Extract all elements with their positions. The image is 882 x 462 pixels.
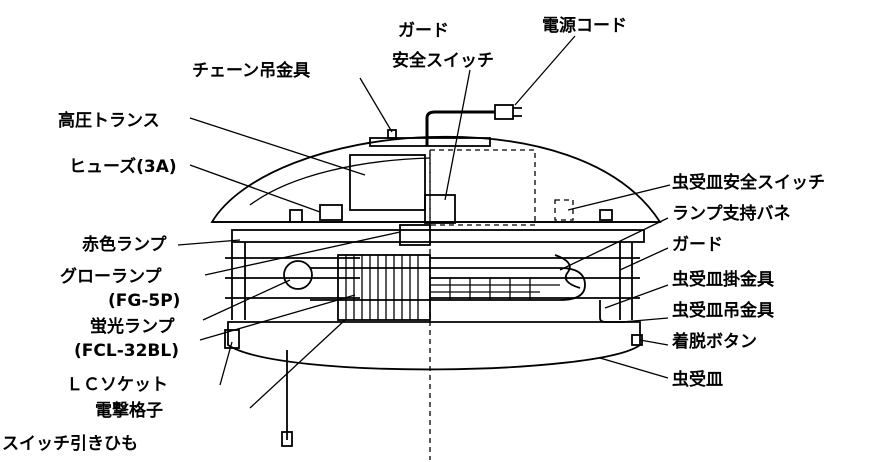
dome-lid bbox=[210, 135, 662, 223]
tray-hook bbox=[599, 300, 625, 323]
label-high-voltage-transformer: 高圧トランス bbox=[58, 110, 160, 131]
switch-pull-cord-knob bbox=[281, 431, 293, 447]
guard-switch-box bbox=[424, 194, 456, 224]
label-glow-lamp-model: (FG-5P) bbox=[108, 291, 180, 311]
tray-switch-box bbox=[554, 199, 574, 221]
leader-lines bbox=[177, 35, 671, 409]
power-cord-line bbox=[425, 110, 495, 146]
labels: チェーン吊金具 ガード 安全スイッチ 電源コード 高圧トランス ヒューズ(3A)… bbox=[2, 15, 825, 454]
lamp-support-spring bbox=[554, 254, 581, 289]
label-fuse: ヒューズ(3A) bbox=[69, 156, 177, 177]
label-tray-hook: 虫受皿掛金具 bbox=[672, 269, 774, 290]
electric-grid bbox=[337, 254, 560, 321]
guard-frame-left bbox=[225, 242, 360, 320]
label-red-lamp: 赤色ランプ bbox=[82, 234, 167, 255]
inner-housing bbox=[429, 149, 536, 226]
label-tray-hanger: 虫受皿吊金具 bbox=[672, 300, 774, 321]
label-chain-hanger: チェーン吊金具 bbox=[192, 60, 310, 81]
fluorescent-lamp-tube bbox=[310, 267, 586, 301]
small-part-2 bbox=[599, 209, 613, 221]
power-plug bbox=[494, 104, 514, 120]
lc-socket bbox=[224, 329, 240, 349]
label-lc-socket: ＬＣソケット bbox=[66, 375, 168, 395]
top-plate bbox=[369, 137, 491, 147]
chain-hanger-ring bbox=[387, 129, 397, 139]
label-electric-grid: 電撃格子 bbox=[95, 400, 163, 421]
label-tray-safety-switch: 虫受皿安全スイッチ bbox=[672, 172, 825, 193]
dome-inner-line bbox=[249, 157, 431, 206]
lamp-circle bbox=[283, 260, 313, 290]
label-glow-lamp: グローランプ bbox=[60, 266, 162, 287]
fuse-holder bbox=[319, 204, 343, 221]
label-lamp-support-spring: ランプ支持バネ bbox=[672, 203, 791, 224]
label-fluorescent-lamp: 蛍光ランプ bbox=[90, 316, 175, 337]
power-plug-pins bbox=[513, 107, 522, 117]
label-power-cord: 電源コード bbox=[542, 15, 627, 36]
label-insect-tray: 虫受皿 bbox=[672, 369, 723, 390]
label-switch-pull-cord: スイッチ引きひも bbox=[2, 434, 138, 454]
label-release-button: 着脱ボタン bbox=[671, 331, 757, 352]
base-plate bbox=[231, 229, 645, 243]
small-part-1 bbox=[289, 209, 303, 223]
transformer-box bbox=[349, 154, 426, 211]
label-guard: ガード bbox=[672, 235, 723, 255]
label-guard-safety-switch-line2: 安全スイッチ bbox=[392, 50, 494, 71]
guard-frame-right bbox=[430, 242, 640, 320]
label-guard-safety-switch-line1: ガード bbox=[398, 21, 449, 41]
insect-tray bbox=[227, 321, 641, 371]
device-drawing bbox=[210, 104, 662, 460]
label-fluorescent-lamp-model: (FCL-32BL) bbox=[74, 341, 179, 361]
